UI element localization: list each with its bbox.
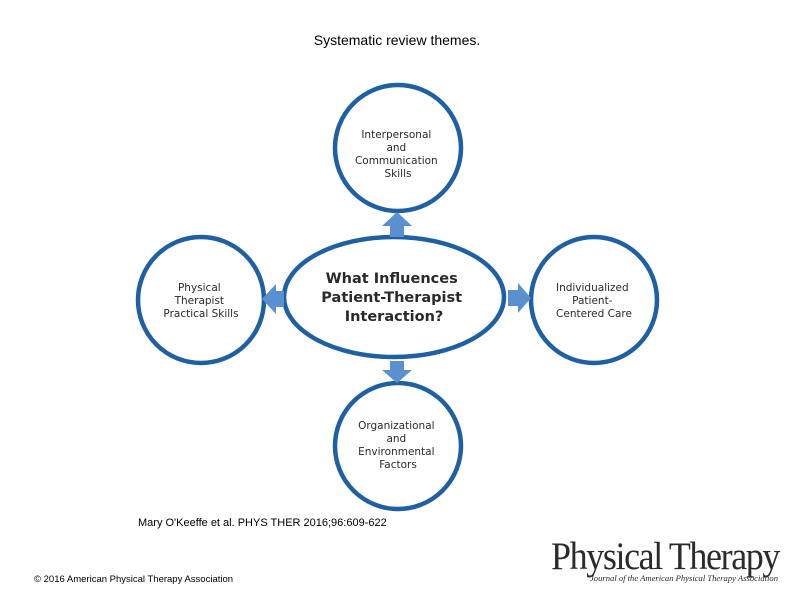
right-line-2: Patient- <box>572 295 613 307</box>
arrow-right <box>508 283 531 313</box>
arrow-left <box>262 284 284 314</box>
top-circle <box>332 82 464 214</box>
right-line-1: Individualized <box>556 282 629 294</box>
bottom-circle <box>332 380 464 512</box>
left-line-3: Practical Skills <box>163 308 238 320</box>
bottom-label: Organizational and Environmental Factors <box>358 420 438 471</box>
center-line-2: Patient-Therapist <box>321 290 462 306</box>
center-line-3: Interaction? <box>345 309 444 325</box>
right-label: Individualized Patient- Centered Care <box>556 282 632 320</box>
arrow-down <box>382 361 412 383</box>
right-circle <box>528 234 660 366</box>
left-line-2: Therapist <box>174 295 224 307</box>
bottom-line-4: Factors <box>379 459 417 471</box>
bottom-line-2: and <box>386 433 406 445</box>
top-line-3: Communication <box>355 155 438 167</box>
center-label: What Influences Patient-Therapist Intera… <box>321 271 466 325</box>
bottom-line-1: Organizational <box>358 420 434 432</box>
citation: Mary O'Keeffe et al. PHYS THER 2016;96:6… <box>138 517 387 529</box>
bottom-line-3: Environmental <box>358 446 434 458</box>
copyright: © 2016 American Physical Therapy Associa… <box>34 574 234 585</box>
top-label: Interpersonal and Communication Skills <box>355 129 441 180</box>
top-line-2: and <box>386 142 406 154</box>
physical-therapy-logo: Physical Therapy Journal of the American… <box>551 535 782 583</box>
logo-sub-text: Journal of the American Physical Therapy… <box>590 574 778 583</box>
logo-main-text: Physical Therapy <box>551 535 781 578</box>
right-line-3: Centered Care <box>556 308 632 320</box>
page-title: Systematic review themes. <box>313 32 481 48</box>
left-label: Physical Therapist Practical Skills <box>163 282 238 320</box>
top-line-1: Interpersonal <box>361 129 431 141</box>
arrow-up <box>382 212 412 237</box>
center-line-1: What Influences <box>326 271 458 287</box>
left-line-1: Physical <box>178 282 221 294</box>
top-line-4: Skills <box>385 168 412 180</box>
